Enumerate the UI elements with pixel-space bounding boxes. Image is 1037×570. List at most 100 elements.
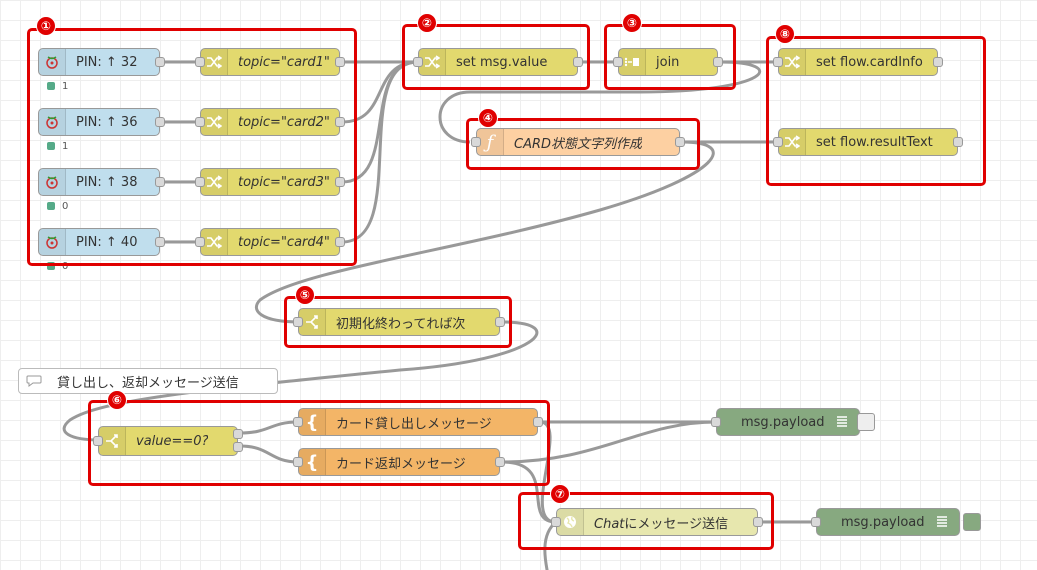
output-port[interactable]	[155, 177, 165, 187]
input-port[interactable]	[773, 57, 783, 67]
debug-node-1[interactable]: msg.payload	[711, 408, 860, 436]
output-port[interactable]	[335, 177, 345, 187]
step-badge-7: ⑦	[550, 484, 570, 504]
change-label: topic="card1"	[238, 54, 330, 70]
shuffle-icon	[779, 49, 806, 75]
input-port[interactable]	[195, 237, 205, 247]
debug-icon	[831, 409, 853, 435]
output-port[interactable]	[155, 237, 165, 247]
step-badge-5: ⑤	[295, 285, 315, 305]
wire	[239, 420, 299, 435]
status-text: 0	[62, 201, 69, 212]
gpio-label: PIN: ↑ 40	[76, 234, 138, 250]
input-port[interactable]	[413, 57, 423, 67]
shuffle-icon	[419, 49, 446, 75]
shuffle-icon	[201, 49, 228, 75]
gpio-label: PIN: ↑ 38	[76, 174, 138, 190]
input-port[interactable]	[551, 517, 561, 527]
set-msg-value-node[interactable]: set msg.value	[413, 48, 583, 76]
comment-node[interactable]: 貸し出し、返却メッセージ送信	[18, 368, 278, 394]
debug-toggle-button[interactable]	[963, 513, 981, 531]
shuffle-icon	[201, 109, 228, 135]
gpio-input-node-36[interactable]: PIN: ↑ 36	[38, 108, 165, 136]
raspberry-pi-icon	[39, 229, 66, 255]
switch-value-node[interactable]: value==0?	[93, 426, 243, 456]
input-port[interactable]	[93, 436, 103, 446]
function-node[interactable]: ƒ CARD状態文字列作成	[471, 128, 685, 156]
input-port[interactable]	[711, 417, 721, 427]
template-icon: {	[299, 449, 326, 475]
output-port[interactable]	[335, 57, 345, 67]
node-label: 初期化終わってれば次	[336, 316, 466, 332]
switch-icon	[99, 427, 126, 455]
input-port[interactable]	[471, 137, 481, 147]
change-node-card1[interactable]: topic="card1"	[195, 48, 345, 76]
highlight-box-3	[604, 24, 736, 90]
change-node-card2[interactable]: topic="card2"	[195, 108, 345, 136]
wire	[254, 140, 715, 324]
node-label: value==0?	[136, 433, 209, 449]
step-badge-4: ④	[478, 108, 498, 128]
label-prefix: Chat	[594, 516, 625, 532]
step-badge-2: ②	[417, 13, 437, 33]
status-text: 1	[62, 141, 69, 152]
switch-init-node[interactable]: 初期化終わってれば次	[293, 308, 505, 336]
raspberry-pi-icon	[39, 109, 66, 135]
status-indicator	[47, 202, 55, 210]
output-port[interactable]	[933, 57, 943, 67]
template-lend-node[interactable]: { カード貸し出しメッセージ	[293, 408, 543, 436]
output-port[interactable]	[573, 57, 583, 67]
output-port[interactable]	[335, 117, 345, 127]
status-text: 1	[62, 81, 69, 92]
join-icon	[619, 49, 646, 75]
input-port[interactable]	[293, 417, 303, 427]
node-label: Chatにメッセージ送信	[584, 513, 728, 532]
highlight-box-7	[518, 492, 774, 550]
output-port[interactable]	[155, 57, 165, 67]
node-label: join	[656, 54, 680, 70]
input-port[interactable]	[811, 517, 821, 527]
input-port[interactable]	[195, 117, 205, 127]
input-port[interactable]	[293, 317, 303, 327]
node-label: set msg.value	[456, 54, 548, 70]
shuffle-icon	[201, 229, 228, 255]
input-port[interactable]	[195, 177, 205, 187]
input-port[interactable]	[613, 57, 623, 67]
step-badge-8: ⑧	[775, 24, 795, 44]
debug-node-2[interactable]: msg.payload	[811, 508, 960, 536]
node-label: カード返却メッセージ	[336, 456, 466, 472]
input-port[interactable]	[195, 57, 205, 67]
output-port[interactable]	[953, 137, 963, 147]
output-port[interactable]	[753, 517, 763, 527]
output-port[interactable]	[335, 237, 345, 247]
gpio-input-node-40[interactable]: PIN: ↑ 40	[38, 228, 165, 256]
output-port[interactable]	[495, 317, 505, 327]
debug-toggle-button[interactable]	[857, 413, 875, 431]
join-node[interactable]: join	[613, 48, 723, 76]
output-port[interactable]	[713, 57, 723, 67]
chat-send-node[interactable]: Chatにメッセージ送信	[551, 508, 763, 536]
output-port[interactable]	[155, 117, 165, 127]
input-port[interactable]	[293, 457, 303, 467]
raspberry-pi-icon	[39, 49, 66, 75]
highlight-box-6	[88, 400, 550, 486]
step-badge-6: ⑥	[107, 390, 127, 410]
globe-icon	[557, 509, 584, 535]
comment-label: 貸し出し、返却メッセージ送信	[57, 375, 239, 391]
output-port-2[interactable]	[233, 442, 243, 452]
input-port[interactable]	[773, 137, 783, 147]
change-node-card3[interactable]: topic="card3"	[195, 168, 345, 196]
gpio-input-node-38[interactable]: PIN: ↑ 38	[38, 168, 165, 196]
output-port[interactable]	[675, 137, 685, 147]
gpio-input-node-32[interactable]: PIN: ↑ 32	[38, 48, 165, 76]
output-port[interactable]	[495, 457, 505, 467]
comment-icon	[19, 375, 49, 387]
change-node-card4[interactable]: topic="card4"	[195, 228, 345, 256]
highlight-box-2	[402, 24, 590, 90]
set-flow-resulttext-node[interactable]: set flow.resultText	[773, 128, 963, 156]
template-return-node[interactable]: { カード返却メッセージ	[293, 448, 505, 476]
set-flow-cardinfo-node[interactable]: set flow.cardInfo	[773, 48, 943, 76]
node-label: msg.payload	[741, 414, 825, 430]
output-port-1[interactable]	[233, 429, 243, 439]
output-port[interactable]	[533, 417, 543, 427]
